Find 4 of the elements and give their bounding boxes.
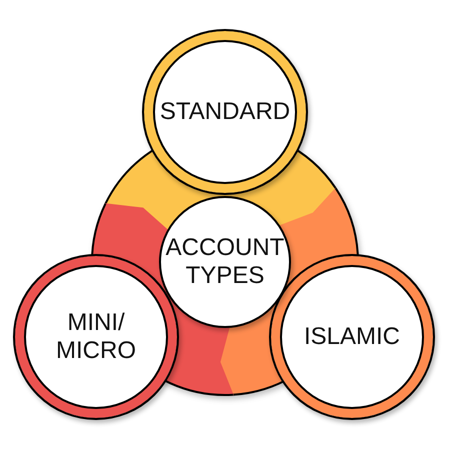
circle-label: ISLAMIC — [304, 323, 400, 351]
circle-label: STANDARD — [160, 98, 290, 126]
circle-label: ACCOUNT TYPES — [164, 234, 286, 290]
circle-label: MINI/ MICRO — [55, 309, 137, 365]
